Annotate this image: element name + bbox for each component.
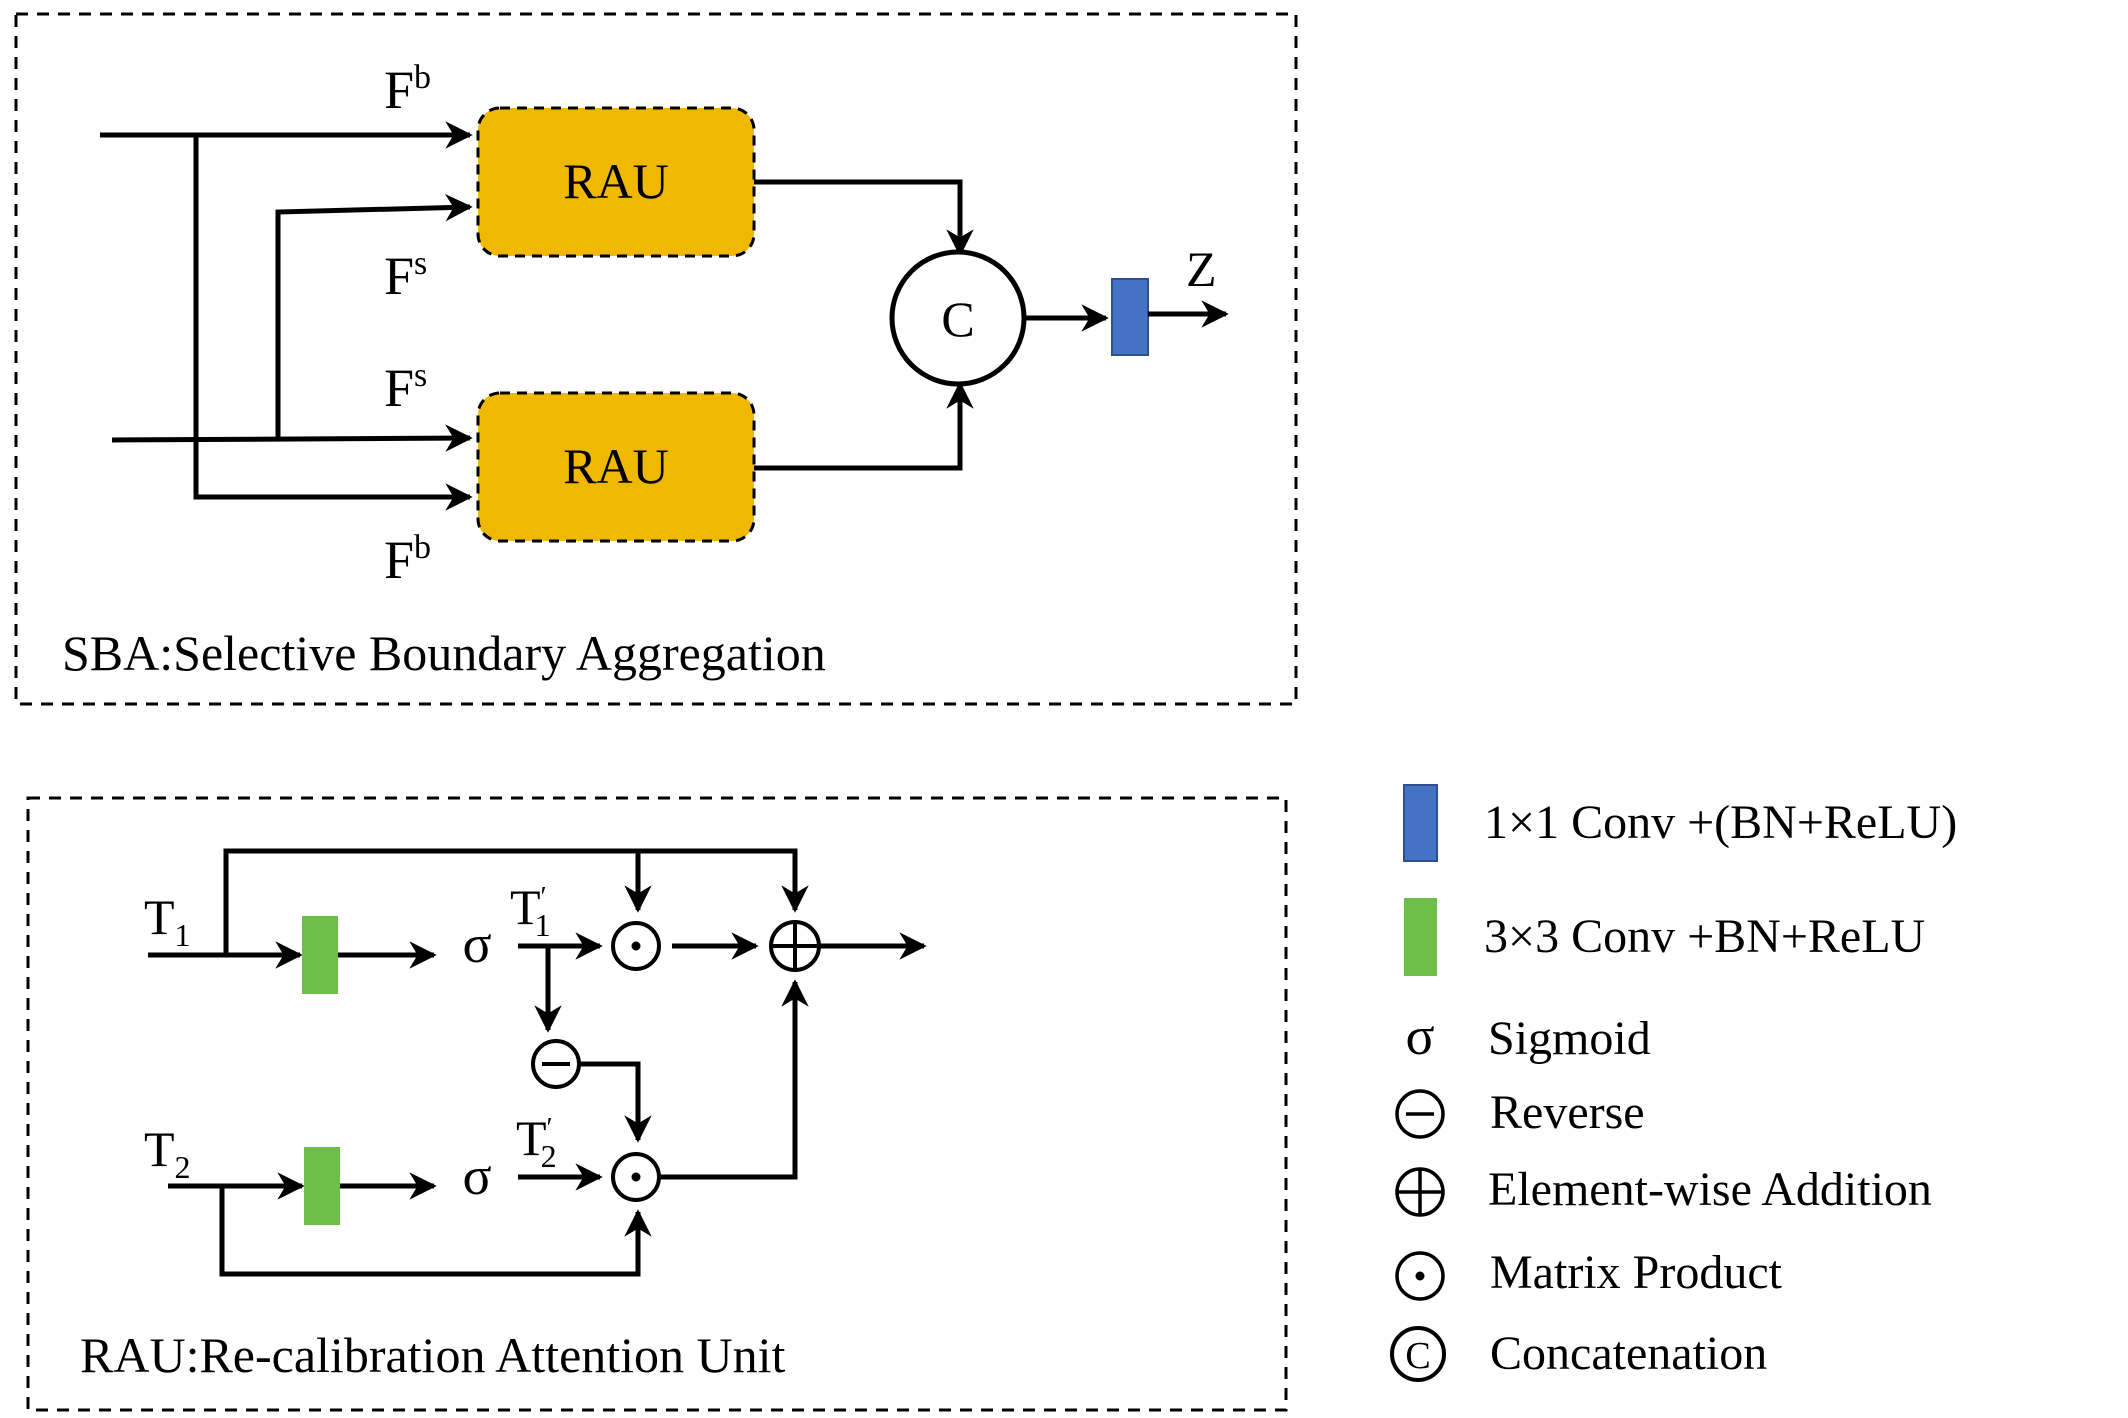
legend-product-icon [1395, 1251, 1445, 1301]
rau-frame [26, 796, 1288, 1412]
fb-bottom-arrow [193, 135, 473, 511]
t1-prime-label: T′1 [510, 879, 551, 943]
legend-conv1x1-label: 1×1 Conv +(BN+ReLU) [1484, 796, 1957, 849]
legend-concat-label: Concatenation [1490, 1327, 1767, 1380]
sba-title: SBA:Selective Boundary Aggregation [62, 625, 826, 681]
t2-sigma: σ [462, 1146, 491, 1206]
fb-bottom-label: Fb [384, 529, 431, 590]
sba-frame [14, 12, 1298, 706]
t1-skip-to-addition-arrow [223, 848, 809, 955]
reverse-to-product-arrow [579, 1061, 652, 1143]
t1-conv3x3-block [302, 916, 338, 994]
product-bottom-to-addition-arrow [659, 979, 809, 1180]
rau-top-output-arrow [754, 179, 974, 257]
legend-sigmoid-label: Sigmoid [1488, 1012, 1651, 1065]
fb-top-label: Fb [384, 59, 431, 120]
fs-bottom-arrow [111, 424, 473, 452]
legend-reverse-label: Reverse [1490, 1086, 1645, 1139]
t2-prime-label: T′2 [516, 1110, 557, 1174]
fs-top-label: Fs [384, 245, 427, 306]
rau-bottom-output-arrow [754, 381, 974, 471]
legend-conv3x3-label: 3×3 Conv +BN+ReLU [1484, 910, 1925, 963]
element-addition-cross [771, 922, 819, 970]
legend-reverse-icon [1395, 1089, 1445, 1139]
sba-panel: RAU RAU C Z Fb Fs Fs Fb SBA:Selective Bo… [14, 12, 1298, 706]
t1-sigma: σ [462, 914, 491, 974]
rau-block-bottom [476, 391, 756, 543]
rau-block-top-label: RAU [563, 153, 669, 209]
fs-bottom-label: Fs [384, 357, 427, 418]
svg-text:C: C [1405, 1335, 1430, 1377]
legend-addition-icon [1395, 1167, 1445, 1217]
rau-block-top [476, 106, 756, 258]
legend: 1×1 Conv +(BN+ReLU) 3×3 Conv +BN+ReLU σ … [1390, 784, 1957, 1382]
matrix-product-top-dot [631, 941, 641, 951]
t1-label: T1 [144, 889, 191, 953]
legend-concat-icon: C [1390, 1326, 1446, 1382]
t2-skip-to-product-arrow [219, 1186, 652, 1277]
legend-conv3x3-swatch [1404, 898, 1437, 976]
legend-conv1x1-swatch [1403, 784, 1438, 862]
rau-title: RAU:Re-calibration Attention Unit [80, 1327, 786, 1383]
legend-addition-label: Element-wise Addition [1488, 1163, 1932, 1216]
matrix-product-bottom-dot [631, 1172, 641, 1182]
conv1x1-block [1111, 278, 1149, 356]
t2-label: T2 [144, 1121, 191, 1185]
legend-sigma-icon: σ [1405, 1006, 1434, 1066]
rau-block-bottom-label: RAU [563, 438, 669, 494]
t2-conv3x3-block [304, 1147, 340, 1225]
legend-product-label: Matrix Product [1490, 1246, 1783, 1299]
rau-panel: σ σ T1 T2 T′1 T′2 RAU: [26, 796, 1288, 1412]
output-z-label: Z [1186, 241, 1217, 297]
concat-node-label: C [941, 291, 974, 347]
fs-top-arrow [275, 193, 473, 440]
